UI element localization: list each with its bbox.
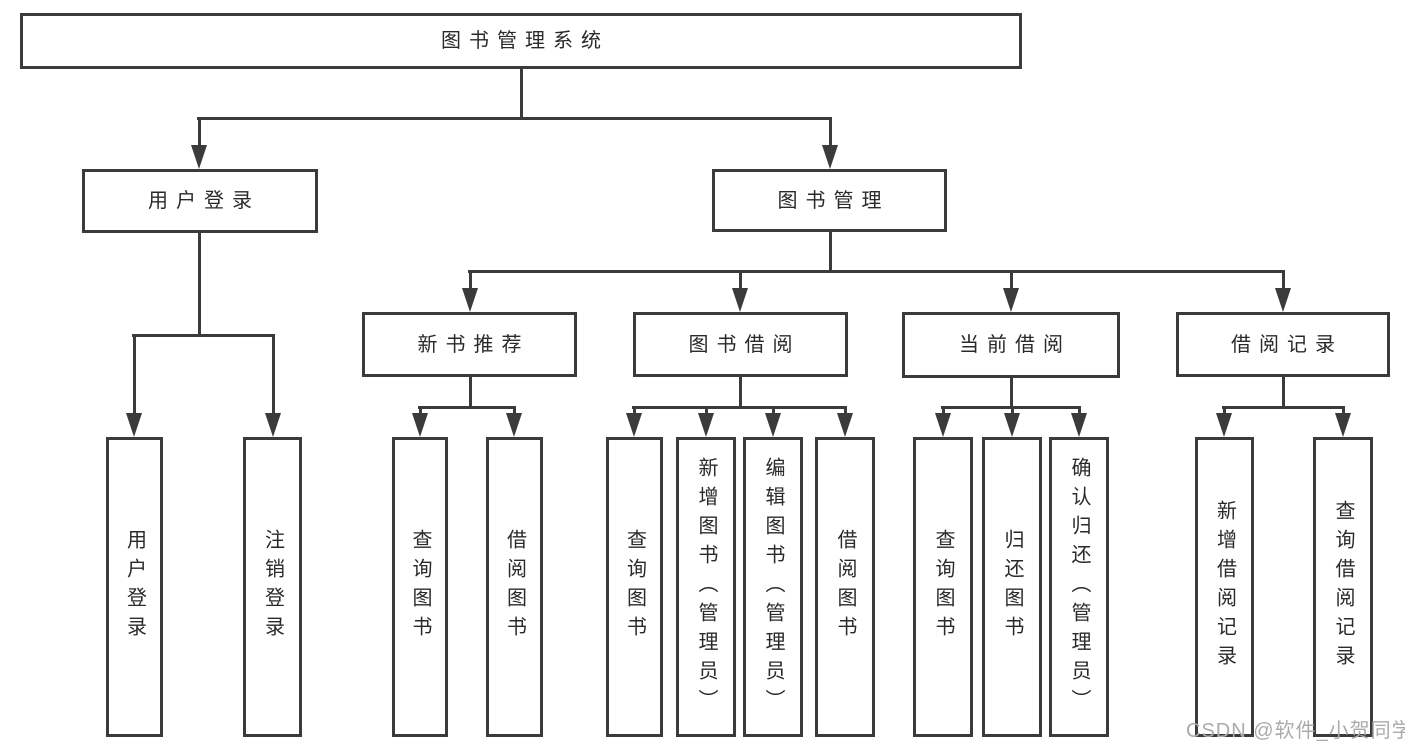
arrowhead-down-icon [191, 145, 207, 169]
connector-line [828, 118, 832, 150]
arrowhead-down-icon [1216, 413, 1232, 437]
connector-line [418, 407, 422, 415]
node-label: 图书借阅 [688, 333, 801, 356]
connector-line [418, 405, 516, 409]
node-label: 编辑图书（管理员） [762, 456, 784, 718]
node-label: 归还图书 [1001, 529, 1023, 645]
connector-line [1281, 271, 1285, 293]
arrowhead-down-icon [765, 413, 781, 437]
arrowhead-down-icon [822, 145, 838, 169]
connector-line [1222, 407, 1226, 415]
connector-line [771, 407, 775, 415]
connector-line [704, 407, 708, 415]
node-label: 新增借阅记录 [1213, 500, 1236, 674]
connector-line [1222, 405, 1345, 409]
watermark-text: CSDN @软件_小贺同学 [1186, 720, 1405, 742]
connector-line [941, 407, 945, 415]
node-new-book-recommend: 新书推荐 [362, 312, 577, 377]
node-leaf-edit-book-admin: 编辑图书（管理员） [743, 437, 803, 737]
node-leaf-add-borrow-record: 新增借阅记录 [1195, 437, 1254, 737]
connector-line [468, 377, 472, 409]
node-leaf-return-book: 归还图书 [982, 437, 1042, 737]
node-label: 借阅记录 [1231, 333, 1343, 356]
node-label: 查询图书 [932, 529, 954, 645]
connector-line [1077, 407, 1081, 415]
node-leaf-logout: 注销登录 [243, 437, 302, 737]
connector-line [1009, 377, 1013, 409]
connector-line [519, 69, 523, 118]
node-label: 新增图书（管理员） [695, 456, 717, 718]
node-label: 注销登录 [261, 529, 284, 645]
node-label: 确认归还（管理员） [1068, 456, 1090, 718]
node-label: 图书管理 [777, 189, 890, 212]
connector-line [941, 405, 1081, 409]
node-leaf-query-borrow-record: 查询借阅记录 [1313, 437, 1373, 737]
node-leaf-query-book-current: 查询图书 [913, 437, 973, 737]
node-leaf-borrow-book: 借阅图书 [815, 437, 875, 737]
connector-line [632, 405, 847, 409]
connector-line [1281, 377, 1285, 409]
arrowhead-down-icon [837, 413, 853, 437]
node-label: 新书推荐 [417, 333, 530, 356]
node-book-management: 图书管理 [712, 169, 947, 232]
node-label: 图书管理系统 [441, 30, 609, 52]
arrowhead-down-icon [626, 413, 642, 437]
node-leaf-query-book-borrow: 查询图书 [606, 437, 663, 737]
arrowhead-down-icon [462, 288, 478, 312]
node-label: 查询图书 [409, 529, 431, 645]
node-user-login: 用户登录 [82, 169, 318, 233]
arrowhead-down-icon [1275, 288, 1291, 312]
arrowhead-down-icon [1071, 413, 1087, 437]
node-label: 借阅图书 [503, 529, 526, 645]
connector-line [1341, 407, 1345, 415]
node-borrow-record: 借阅记录 [1176, 312, 1390, 377]
node-label: 用户登录 [123, 529, 146, 645]
node-leaf-add-book-admin: 新增图书（管理员） [676, 437, 736, 737]
node-label: 用户登录 [148, 190, 260, 212]
connector-line [132, 333, 275, 337]
connector-line [738, 271, 742, 293]
connector-line [1010, 407, 1014, 415]
connector-line [197, 116, 832, 120]
arrowhead-down-icon [506, 413, 522, 437]
node-label: 查询借阅记录 [1332, 500, 1354, 674]
connector-line [828, 232, 832, 273]
node-label: 查询图书 [623, 529, 646, 645]
connector-line [632, 407, 636, 415]
connector-line [843, 407, 847, 415]
node-label: 当前借阅 [959, 334, 1071, 356]
connector-line [738, 377, 742, 409]
arrowhead-down-icon [265, 413, 281, 437]
node-leaf-confirm-return-admin: 确认归还（管理员） [1049, 437, 1109, 737]
connector-line [468, 271, 472, 293]
node-library-management-system: 图书管理系统 [20, 13, 1022, 69]
node-current-borrow: 当前借阅 [902, 312, 1120, 378]
node-leaf-borrow-book-recommend: 借阅图书 [486, 437, 543, 737]
connector-line [468, 269, 1285, 273]
arrowhead-down-icon [1335, 413, 1351, 437]
connector-line [197, 118, 201, 150]
arrowhead-down-icon [1004, 413, 1020, 437]
node-leaf-user-login: 用户登录 [106, 437, 163, 737]
arrowhead-down-icon [935, 413, 951, 437]
arrowhead-down-icon [412, 413, 428, 437]
connector-line [1009, 271, 1013, 293]
node-label: 借阅图书 [834, 529, 856, 645]
arrowhead-down-icon [126, 413, 142, 437]
node-leaf-query-book-recommend: 查询图书 [392, 437, 448, 737]
arrowhead-down-icon [698, 413, 714, 437]
connector-line [197, 233, 201, 337]
arrowhead-down-icon [1003, 288, 1019, 312]
arrowhead-down-icon [732, 288, 748, 312]
connector-line [512, 407, 516, 415]
connector-line [271, 335, 275, 415]
connector-line [132, 335, 136, 415]
node-book-borrow: 图书借阅 [633, 312, 848, 377]
